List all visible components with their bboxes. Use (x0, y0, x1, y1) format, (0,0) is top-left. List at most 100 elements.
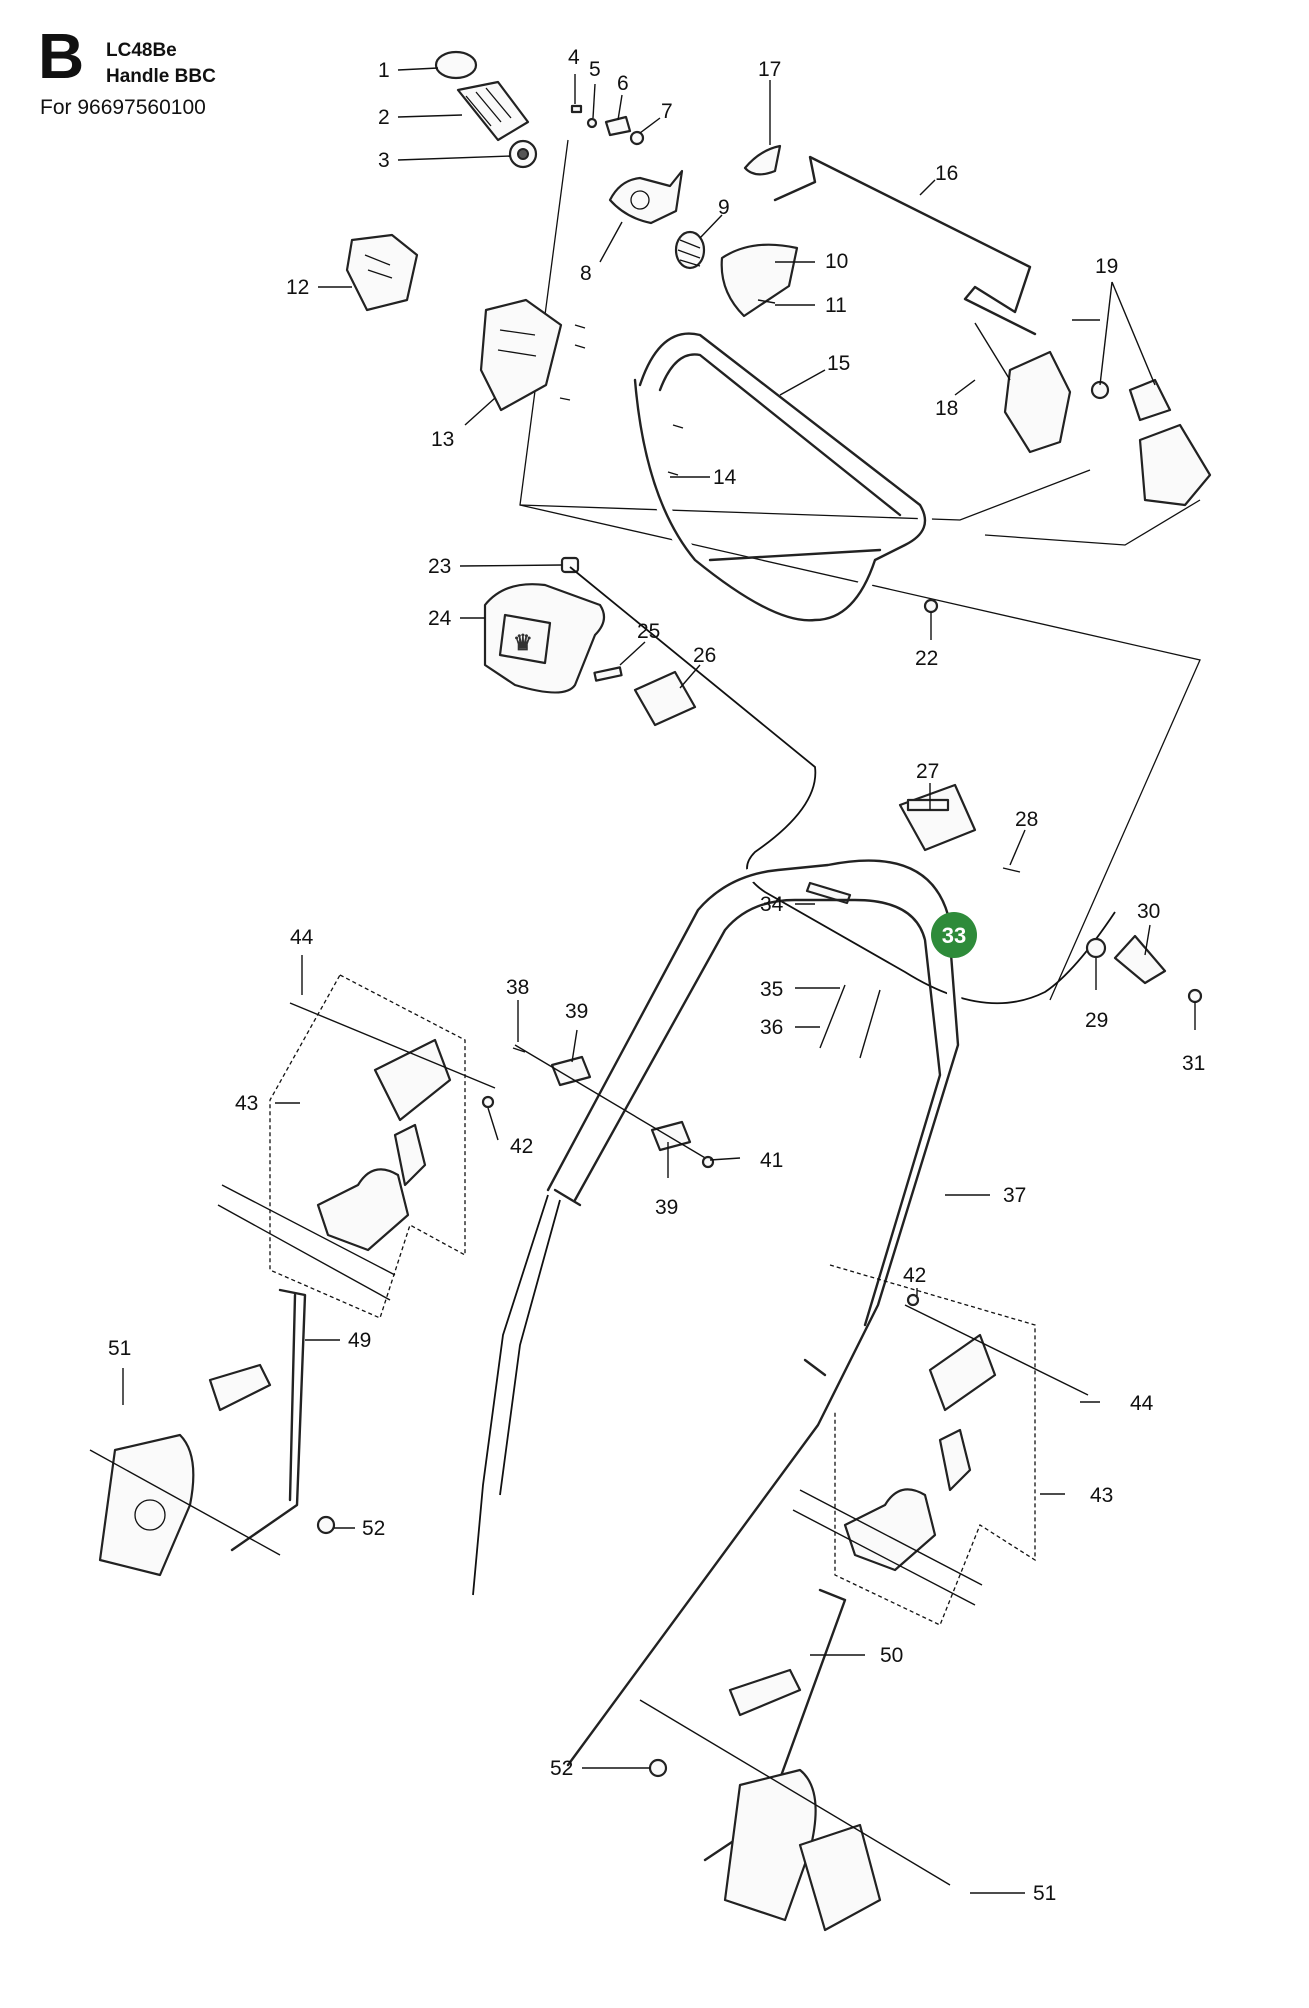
screw-28 (1002, 867, 1021, 873)
callout-11: 11 (825, 294, 847, 317)
callout-28: 28 (1015, 808, 1038, 831)
callout-2: 2 (378, 106, 390, 129)
callout-4: 4 (568, 46, 580, 69)
callout-51: 51 (108, 1337, 131, 1360)
spring-9 (674, 230, 706, 270)
callout-1: 1 (378, 59, 390, 82)
knob-30 (1113, 934, 1167, 985)
callout-42-right: 42 (903, 1264, 926, 1287)
nut-7 (629, 130, 645, 146)
callout-34: 34 (760, 893, 784, 916)
callout-labels: 1 2 3 4 5 6 7 8 9 10 11 12 13 14 15 16 1… (108, 46, 1205, 1905)
left-axle-plate-51 (89, 1433, 281, 1577)
callout-51-right: 51 (1033, 1882, 1056, 1905)
callout-50: 50 (880, 1644, 903, 1667)
callout-8: 8 (580, 262, 592, 285)
clip-17 (743, 144, 782, 176)
callout-12: 12 (286, 276, 309, 299)
model-name: LC48Be (106, 40, 177, 61)
right-axle-plate-51 (639, 1699, 951, 1932)
left-adjuster-43 (217, 974, 496, 1319)
washer-29 (1085, 937, 1107, 959)
clip-6 (604, 115, 632, 137)
callout-16: 16 (935, 162, 958, 185)
bushing-52 (316, 1515, 336, 1535)
screw-38 (512, 1047, 526, 1053)
right-lever-19 (1090, 378, 1212, 507)
leader-lines (122, 67, 1196, 1894)
callout-23: 23 (428, 555, 451, 578)
product-number: For 96697560100 (40, 96, 206, 119)
callout-49: 49 (348, 1329, 371, 1352)
plug-23 (560, 556, 580, 574)
assembly-name: Handle BBC (106, 66, 216, 87)
housing-8 (608, 169, 684, 225)
callout-43-right: 43 (1090, 1484, 1113, 1507)
right-bracket-18 (974, 322, 1072, 454)
callout-41: 41 (760, 1149, 783, 1172)
callout-36: 36 (760, 1016, 783, 1039)
callout-15: 15 (827, 352, 850, 375)
nut-31 (1187, 988, 1203, 1004)
upper-handle-15 (628, 326, 932, 628)
callout-44-right: 44 (1130, 1392, 1154, 1415)
callout-52-right: 52 (550, 1757, 573, 1780)
highlight-badge (931, 912, 977, 958)
bail-lever-16 (773, 155, 1037, 336)
left-lower-bar-49 (208, 1283, 312, 1557)
lower-handle-37 (472, 853, 965, 1772)
screw-11 (757, 299, 776, 304)
small-screw-4 (570, 104, 583, 114)
highlighted-part-33[interactable]: 33 (931, 912, 977, 958)
callout-43: 43 (235, 1092, 258, 1115)
callout-44: 44 (290, 926, 314, 949)
callout-39-lower: 39 (655, 1196, 678, 1219)
callout-6: 6 (617, 72, 629, 95)
washer-5 (586, 117, 598, 129)
gear-part-3 (508, 139, 538, 169)
callout-18: 18 (935, 397, 958, 420)
callout-26: 26 (693, 644, 716, 667)
guide-39 (514, 1044, 713, 1163)
callout-24: 24 (428, 607, 452, 630)
pins-35-36 (819, 984, 881, 1059)
diagram-header: B LC48Be Handle BBC For 96697560100 (0, 0, 400, 130)
callout-35: 35 (760, 978, 783, 1001)
callout-7: 7 (661, 100, 673, 123)
callout-13: 13 (431, 428, 454, 451)
callout-42: 42 (510, 1135, 533, 1158)
callout-17: 17 (758, 58, 781, 81)
left-bracket-13 (479, 298, 563, 412)
bolt-25 (593, 666, 623, 682)
callout-39: 39 (565, 1000, 588, 1023)
callout-22: 22 (915, 647, 938, 670)
nut-41 (701, 1155, 715, 1169)
callout-30: 30 (1137, 900, 1160, 923)
callout-14: 14 (713, 466, 737, 489)
bushing-52-right (648, 1758, 668, 1778)
callout-27: 27 (916, 760, 939, 783)
control-cover-24: ♛ (483, 583, 606, 694)
callout-29: 29 (1085, 1009, 1108, 1032)
callout-38: 38 (506, 976, 529, 999)
cable-end-34 (805, 881, 852, 905)
callout-52: 52 (362, 1517, 385, 1540)
callout-19: 19 (1095, 255, 1118, 278)
section-letter: B (38, 20, 85, 92)
callout-25: 25 (637, 620, 660, 643)
bracket-27 (898, 783, 977, 852)
callout-33: 33 (942, 923, 966, 948)
callout-5: 5 (589, 58, 601, 81)
callout-31: 31 (1182, 1052, 1205, 1075)
pivot-26 (633, 670, 697, 727)
callout-9: 9 (718, 196, 730, 219)
callout-37: 37 (1003, 1184, 1026, 1207)
knob-part-2 (456, 80, 530, 142)
cable-assembly (569, 566, 1116, 1005)
callout-3: 3 (378, 149, 390, 172)
brand-crown-mark: ♛ (513, 630, 533, 655)
cap-part-1 (434, 50, 478, 80)
left-handle-grip-12 (345, 233, 419, 312)
callout-10: 10 (825, 250, 848, 273)
